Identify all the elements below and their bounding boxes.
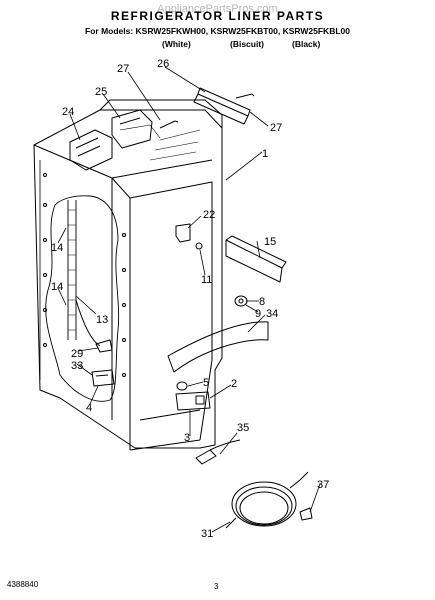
page-number: 3	[214, 582, 219, 591]
part-33-lamp	[91, 369, 115, 387]
callout-15: 15	[264, 236, 276, 248]
part-24-bracket	[69, 129, 113, 171]
callout-2: 2	[231, 378, 237, 390]
callout-37: 37	[317, 479, 329, 491]
part-13-wire	[75, 299, 101, 347]
part-15-channel	[225, 235, 287, 283]
part-26-rail	[193, 87, 251, 125]
part-5-grommet	[176, 381, 188, 391]
callout-13: 13	[96, 314, 108, 326]
part-25-hinge	[111, 109, 153, 149]
callout-9: 9	[255, 308, 261, 320]
callout-26: 26	[157, 58, 169, 70]
callout-22: 22	[203, 209, 215, 221]
callout-3: 3	[184, 432, 190, 444]
callout-25: 25	[95, 86, 107, 98]
part-29-clip	[95, 339, 113, 353]
part-11-screw	[195, 242, 203, 250]
callout-34: 34	[266, 308, 278, 320]
diagram-title: REFRIGERATOR LINER PARTS	[110, 9, 325, 23]
callout-14-lower: 14	[51, 281, 63, 293]
part-34-cover	[167, 321, 269, 373]
part-9-clip	[238, 298, 244, 304]
finish-white: (White)	[162, 39, 191, 49]
callout-4: 4	[86, 402, 92, 414]
callout-8: 8	[259, 296, 265, 308]
part-31-water-line-coil	[225, 471, 309, 529]
callout-5: 5	[203, 377, 209, 389]
liner-shell	[33, 99, 223, 451]
models-line: For Models: KSRW25FKWH00, KSRW25FKBT00, …	[85, 26, 350, 36]
part-35-tube	[195, 439, 241, 465]
callout-27-top: 27	[117, 63, 129, 75]
callout-33: 33	[71, 360, 83, 372]
leader-lines	[57, 66, 321, 533]
document-number: 4388840	[7, 580, 39, 589]
part-27-screw-right	[235, 93, 255, 99]
part-27-screw-top	[159, 120, 179, 129]
part-2-bracket	[175, 391, 211, 411]
part-37-clamp	[299, 507, 313, 521]
callout-31: 31	[201, 528, 213, 540]
finish-biscuit: (Biscuit)	[230, 39, 264, 49]
finish-black: (Black)	[292, 39, 321, 49]
callout-11: 11	[201, 274, 212, 286]
callout-labels: 27 26 25 24 27 1 22 15 14 11 14 8 9 34 1…	[51, 58, 329, 540]
callout-14-upper: 14	[51, 242, 63, 254]
watermark: AppliancePartsPros.com	[157, 3, 278, 15]
callout-35: 35	[237, 422, 249, 434]
part-22-bracket	[175, 223, 191, 243]
callout-29: 29	[71, 348, 83, 360]
callout-1: 1	[262, 148, 268, 160]
callout-27-right: 27	[270, 122, 282, 134]
callout-24: 24	[62, 106, 74, 118]
part-8-bushing	[234, 295, 248, 307]
